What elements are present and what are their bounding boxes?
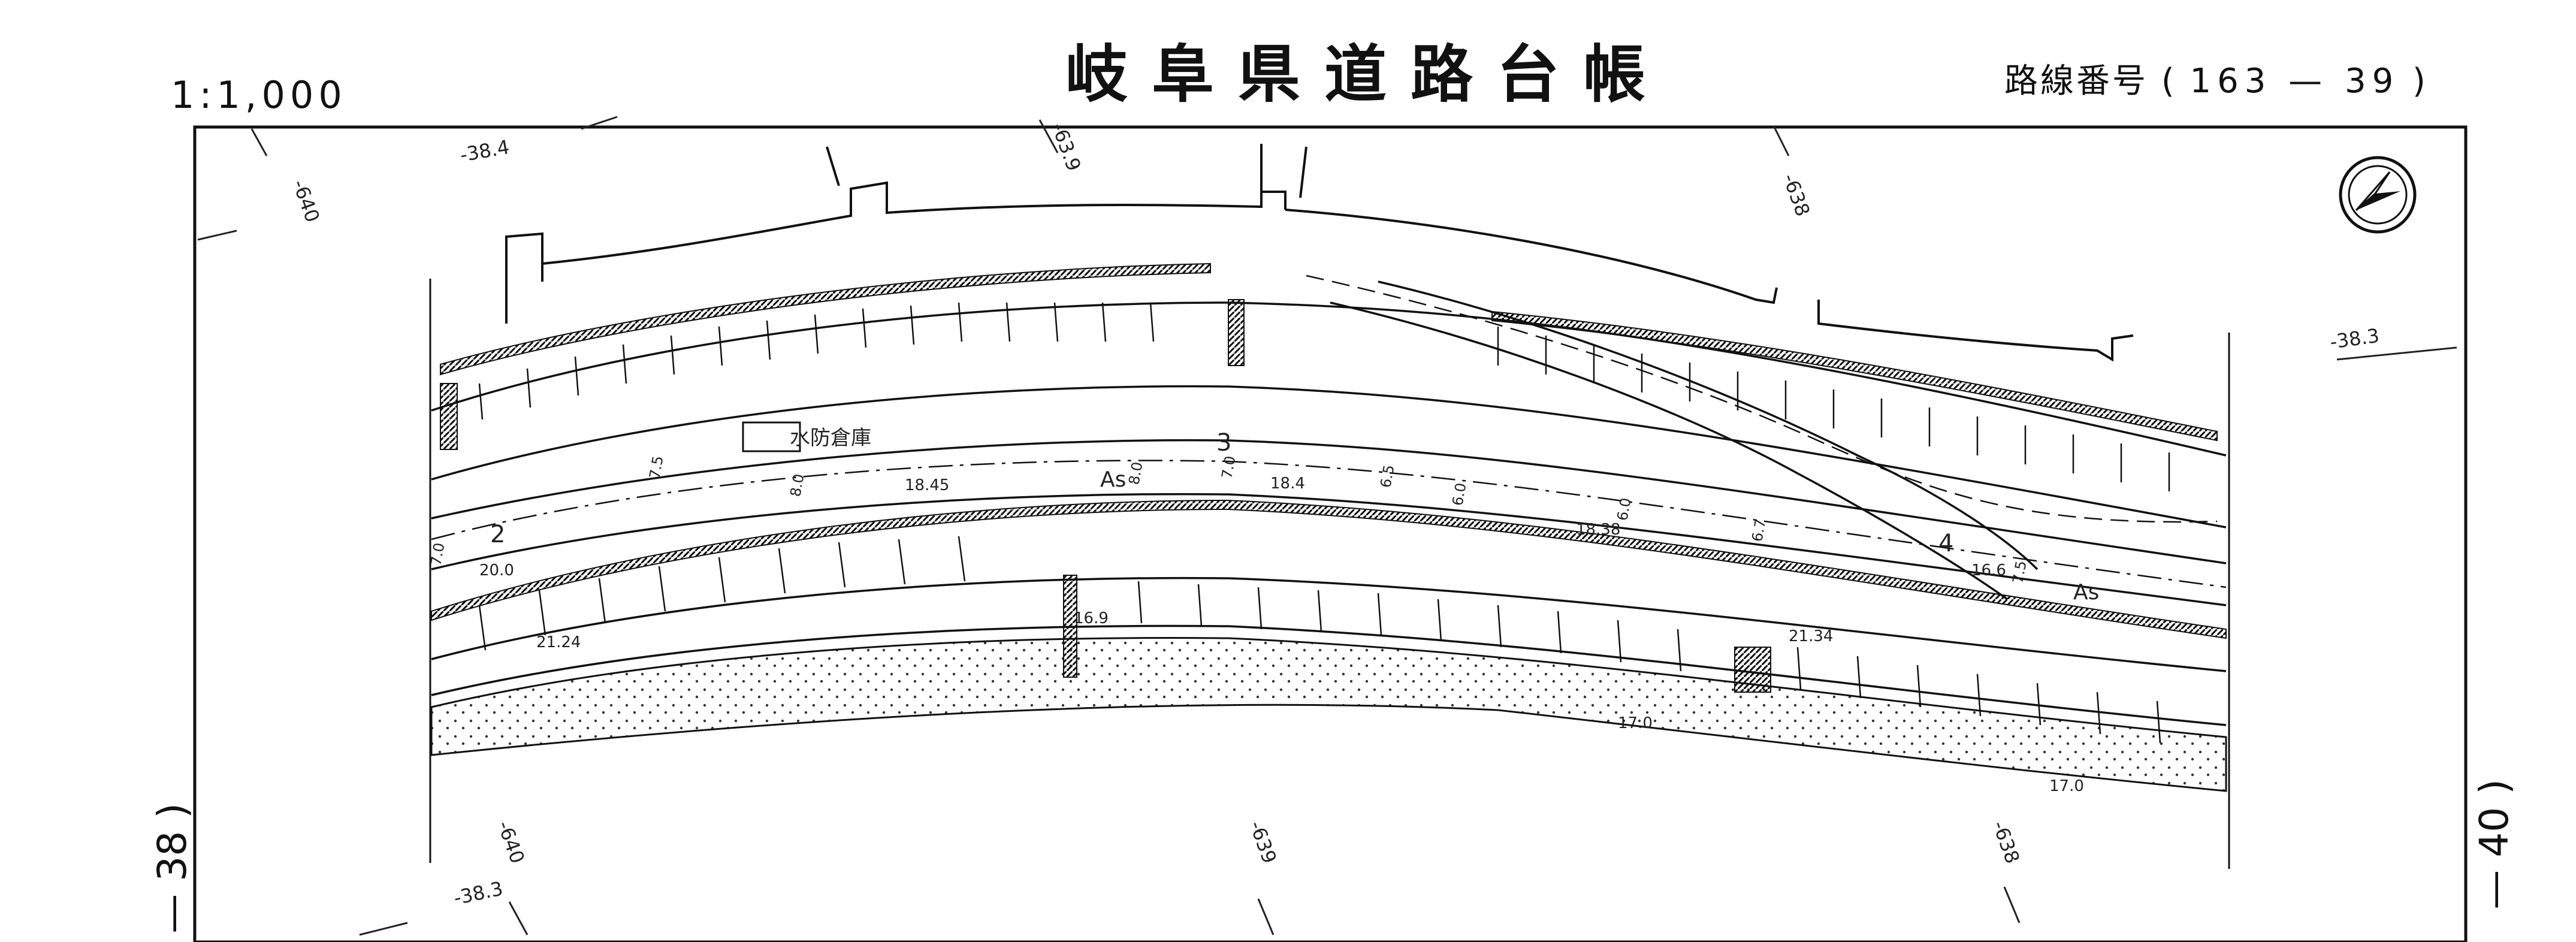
route-open-paren: (	[2161, 62, 2177, 101]
pavement-label-2: As	[2073, 580, 2099, 605]
elevation-2: 18.4	[1270, 475, 1305, 493]
elevation-5: 20.0	[479, 561, 514, 579]
offset-label-3: -38.3	[452, 877, 505, 909]
station-2: 2	[490, 521, 505, 548]
warehouse-building	[742, 421, 801, 452]
elevation-9: 17.0	[1618, 714, 1653, 732]
width-label-6: 6.5	[1377, 464, 1397, 489]
offset-label-2: -38.3	[2329, 324, 2381, 354]
route-label: 路線番号	[2004, 62, 2148, 101]
grid-label-bottom-2: -639	[1245, 818, 1281, 866]
station-3: 3	[1216, 429, 1231, 457]
grid-label-bottom-1: -640	[493, 818, 529, 866]
width-label-10: 7.5	[2009, 560, 2030, 585]
grid-lines	[197, 116, 2457, 936]
branch-dashed	[1306, 274, 2218, 523]
facility-label: 水防倉庫	[790, 426, 871, 450]
pavement-label-1: As	[1100, 467, 1126, 492]
road-edges	[431, 280, 2227, 726]
slope-ticks	[478, 302, 2170, 744]
elevation-4: 16.6	[1971, 561, 2006, 579]
map-frame	[193, 125, 2468, 942]
elevation-8: 21.34	[1789, 627, 1833, 645]
width-label-4: 8.0	[1125, 461, 1146, 486]
width-label-5: 7.0	[1218, 455, 1239, 480]
route-number-label: 路線番号 ( 163 — 39 )	[2004, 65, 2428, 98]
width-label-7: 6.0	[1449, 482, 1469, 507]
retaining-wall-strips	[431, 262, 2227, 639]
grid-label-bottom-3: -638	[1988, 818, 2024, 866]
width-label-8: 6.0	[1614, 497, 1634, 522]
elevation-3: 18.38	[1576, 521, 1620, 539]
road-centerline	[431, 460, 2227, 588]
elevation-7: 16.9	[1074, 609, 1109, 627]
width-label-3: 8.0	[787, 473, 807, 498]
elevation-10: 17.0	[2049, 777, 2084, 795]
width-label-2: 7.5	[646, 455, 666, 480]
width-label-1: 7.0	[427, 542, 448, 567]
map-title: 岐阜県道路台帳	[1065, 38, 1670, 111]
station-4: 4	[1938, 530, 1953, 557]
grid-label-top-3: -638	[1778, 171, 1814, 219]
width-label-9: 6.7	[1748, 518, 1769, 543]
elevation-1: 18.45	[905, 476, 949, 494]
river-embankment	[430, 636, 2227, 792]
stair-blocks	[440, 299, 1771, 693]
route-close-paren: )	[2412, 62, 2428, 101]
scale-label: 1:1,000	[171, 73, 347, 117]
road-upper-boundary	[505, 144, 2134, 362]
route-number: 163 — 39	[2190, 62, 2400, 101]
elevation-6: 21.24	[536, 633, 581, 651]
offset-label-1: -38.4	[458, 135, 511, 167]
north-arrow-icon	[2339, 156, 2417, 234]
grid-label-top-1: -640	[288, 177, 324, 225]
